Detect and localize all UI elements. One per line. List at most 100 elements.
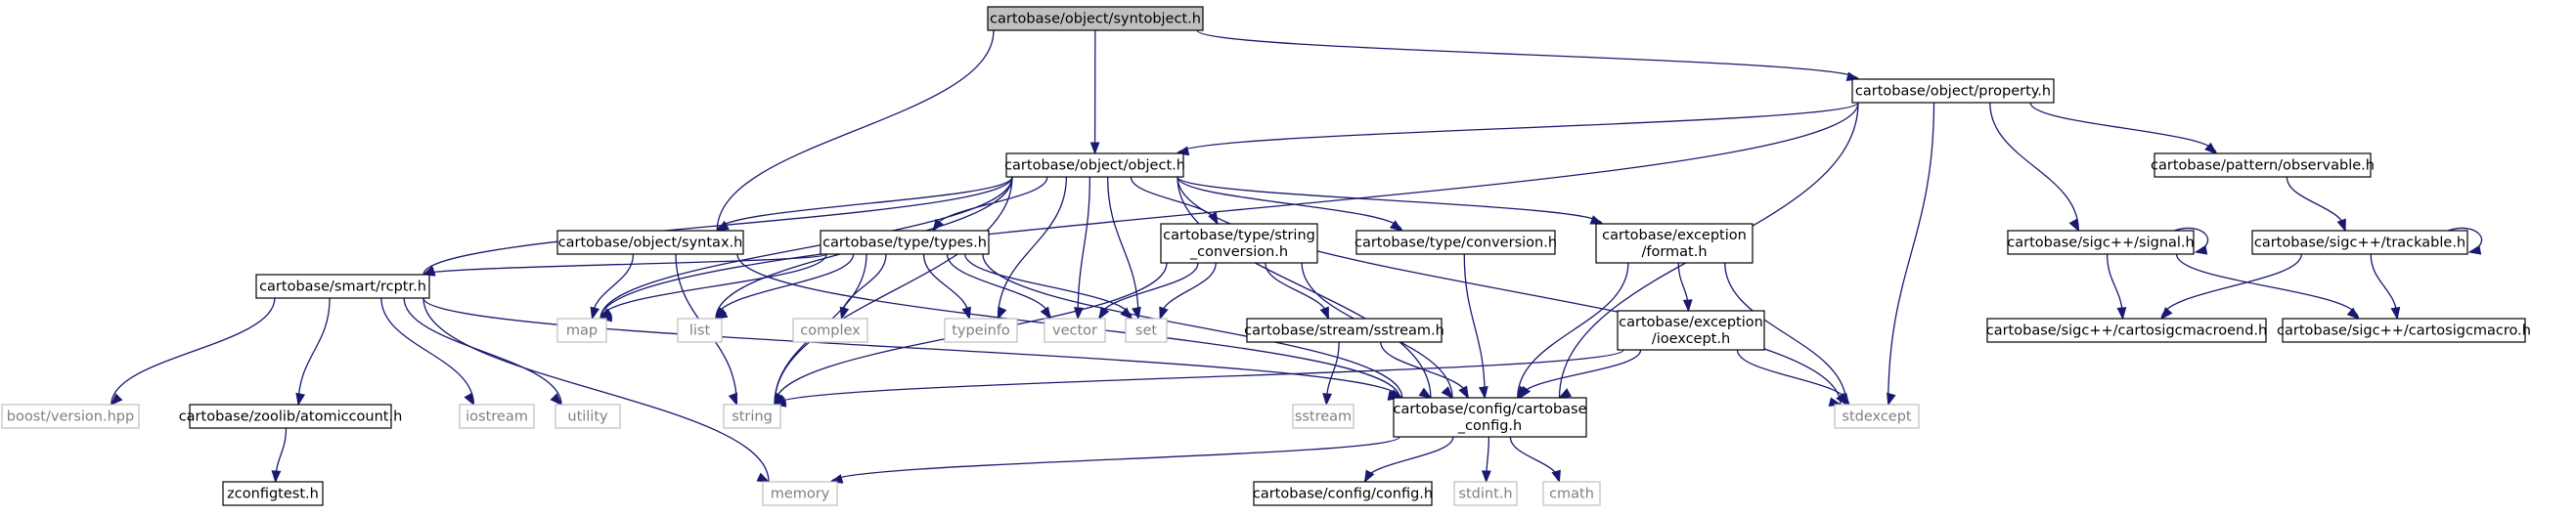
edge-rcptr-to-boostversion	[110, 297, 276, 406]
edge-arrowhead	[2336, 218, 2346, 233]
node-label: utility	[567, 409, 608, 425]
node-zconfigtest[interactable]: zconfigtest.h	[222, 481, 324, 506]
node-label: /ioexcept.h	[1652, 331, 1730, 347]
edge-arrowhead	[2116, 307, 2127, 321]
node-box	[1005, 152, 1184, 178]
node-cmath: cmath	[1542, 481, 1601, 506]
node-ioexcept[interactable]: cartobase/exception/ioexcept.h	[1617, 310, 1765, 351]
edge-line	[111, 297, 276, 406]
edge-line	[1509, 436, 1561, 483]
node-conversion[interactable]: cartobase/type/conversion.h	[1355, 230, 1557, 255]
edge-line	[1106, 176, 1139, 320]
node-sstream_h[interactable]: cartobase/stream/sstream.h	[1244, 318, 1444, 343]
node-string: string	[723, 404, 781, 429]
node-atomiccount[interactable]: cartobase/zoolib/atomiccount.h	[179, 404, 403, 429]
node-sigcmacro[interactable]: cartobase/sigc++/cartosigcmacro.h	[2277, 318, 2531, 343]
edge-line	[1130, 176, 1219, 225]
edge-conversion-to-cartobase_config	[1463, 253, 1488, 400]
node-label: sstream	[1295, 409, 1352, 425]
node-label: cartobase/type/types.h	[822, 236, 987, 251]
edge-observable-to-trackable	[2286, 176, 2346, 233]
node-box	[556, 318, 607, 343]
edge-arrowhead	[2390, 306, 2401, 321]
node-signal[interactable]: cartobase/sigc++/signal.h	[2007, 230, 2195, 255]
node-label: cartobase/type/conversion.h	[1355, 236, 1557, 251]
edge-line	[422, 297, 1400, 399]
edge-line	[982, 253, 1403, 399]
edge-format-to-ioexcept	[1677, 262, 1693, 313]
edge-line	[600, 176, 1013, 320]
edge-arrowhead	[2467, 244, 2482, 255]
edge-types-to-map	[599, 253, 827, 320]
edge-arrowhead	[550, 393, 562, 407]
node-label: cartobase/sigc++/signal.h	[2007, 236, 2194, 251]
node-string_conversion[interactable]: cartobase/type/string_conversion.h	[1160, 223, 1318, 264]
edge-signal-to-sigcmacroend	[2106, 253, 2127, 321]
edge-line	[1736, 349, 1850, 406]
edge-line	[422, 297, 770, 483]
edge-arrowhead	[295, 392, 306, 407]
node-rcptr[interactable]: cartobase/smart/rcptr.h	[255, 274, 430, 299]
node-syntobject[interactable]: cartobase/object/syntobject.h	[987, 6, 1204, 31]
node-box	[2251, 230, 2468, 255]
node-sigcmacroend[interactable]: cartobase/sigc++/cartosigcmacroend.h	[1986, 318, 2268, 343]
edge-line	[716, 176, 1013, 232]
node-label: cartobase/pattern/observable.h	[2151, 158, 2375, 174]
node-box	[1, 404, 140, 429]
node-types[interactable]: cartobase/type/types.h	[820, 230, 990, 255]
edge-arrowhead	[271, 470, 282, 484]
node-label: boost/version.hpp	[7, 409, 134, 425]
edge-arrowhead	[2204, 142, 2218, 154]
edge-line	[297, 297, 331, 406]
edge-arrowhead	[1558, 388, 1572, 399]
edge-line	[2286, 176, 2346, 232]
edge-arrowhead	[1519, 385, 1532, 400]
node-sstream: sstream	[1292, 404, 1355, 429]
edge-arrowhead	[1089, 142, 1100, 155]
node-label: cartobase/exception	[1619, 315, 1763, 330]
node-observable[interactable]: cartobase/pattern/observable.h	[2151, 152, 2375, 178]
edge-line	[1177, 102, 1859, 154]
node-object[interactable]: cartobase/object/object.h	[1004, 152, 1185, 178]
node-trackable[interactable]: cartobase/sigc++/trackable.h	[2251, 230, 2468, 255]
edge-string_conversion-to-sstream_h	[1265, 262, 1330, 321]
edge-syntax-to-map	[590, 253, 635, 321]
node-box	[255, 274, 430, 299]
node-box	[944, 318, 1018, 343]
edge-arrowhead	[2160, 307, 2173, 321]
node-box	[1542, 481, 1601, 506]
node-label: iostream	[466, 409, 528, 425]
node-label: map	[566, 323, 598, 339]
node-syntax[interactable]: cartobase/object/syntax.h	[556, 230, 744, 255]
edge-line	[1077, 176, 1091, 320]
node-label: cartobase/zoolib/atomiccount.h	[179, 409, 403, 425]
node-config[interactable]: cartobase/config/config.h	[1253, 481, 1433, 506]
node-label: cartobase/object/property.h	[1855, 84, 2051, 100]
edge-property-to-stdexcept	[1887, 102, 1935, 407]
node-box	[792, 318, 868, 343]
edge-line	[1517, 262, 1629, 399]
node-format[interactable]: cartobase/exception/format.h	[1595, 223, 1754, 264]
edge-line	[1177, 176, 1842, 406]
edge-string_conversion-to-vector	[1098, 262, 1199, 321]
edge-line	[1177, 176, 1432, 399]
edge-line	[1265, 262, 1330, 320]
node-label: cartobase/object/object.h	[1004, 158, 1185, 174]
node-cartobase_config[interactable]: cartobase/config/cartobase_config.h	[1393, 397, 1587, 438]
edge-arrowhead	[2194, 244, 2208, 255]
edge-line	[600, 253, 827, 320]
node-map: map	[556, 318, 607, 343]
edge-rcptr-to-iostream	[380, 297, 475, 407]
node-box	[1355, 230, 1556, 255]
edge-arrowhead	[1589, 215, 1604, 225]
node-box	[459, 404, 535, 429]
node-property[interactable]: cartobase/object/property.h	[1851, 78, 2055, 104]
node-list: list	[677, 318, 723, 343]
edge-object-to-syntax	[715, 176, 1013, 232]
edge-arrowhead	[2346, 307, 2360, 320]
node-label: zconfigtest.h	[227, 487, 319, 502]
edge-object-to-string	[773, 176, 1013, 406]
edge-object-to-typeinfo	[997, 176, 1068, 321]
edge-arrowhead	[1132, 306, 1141, 321]
node-label: string	[732, 409, 773, 425]
